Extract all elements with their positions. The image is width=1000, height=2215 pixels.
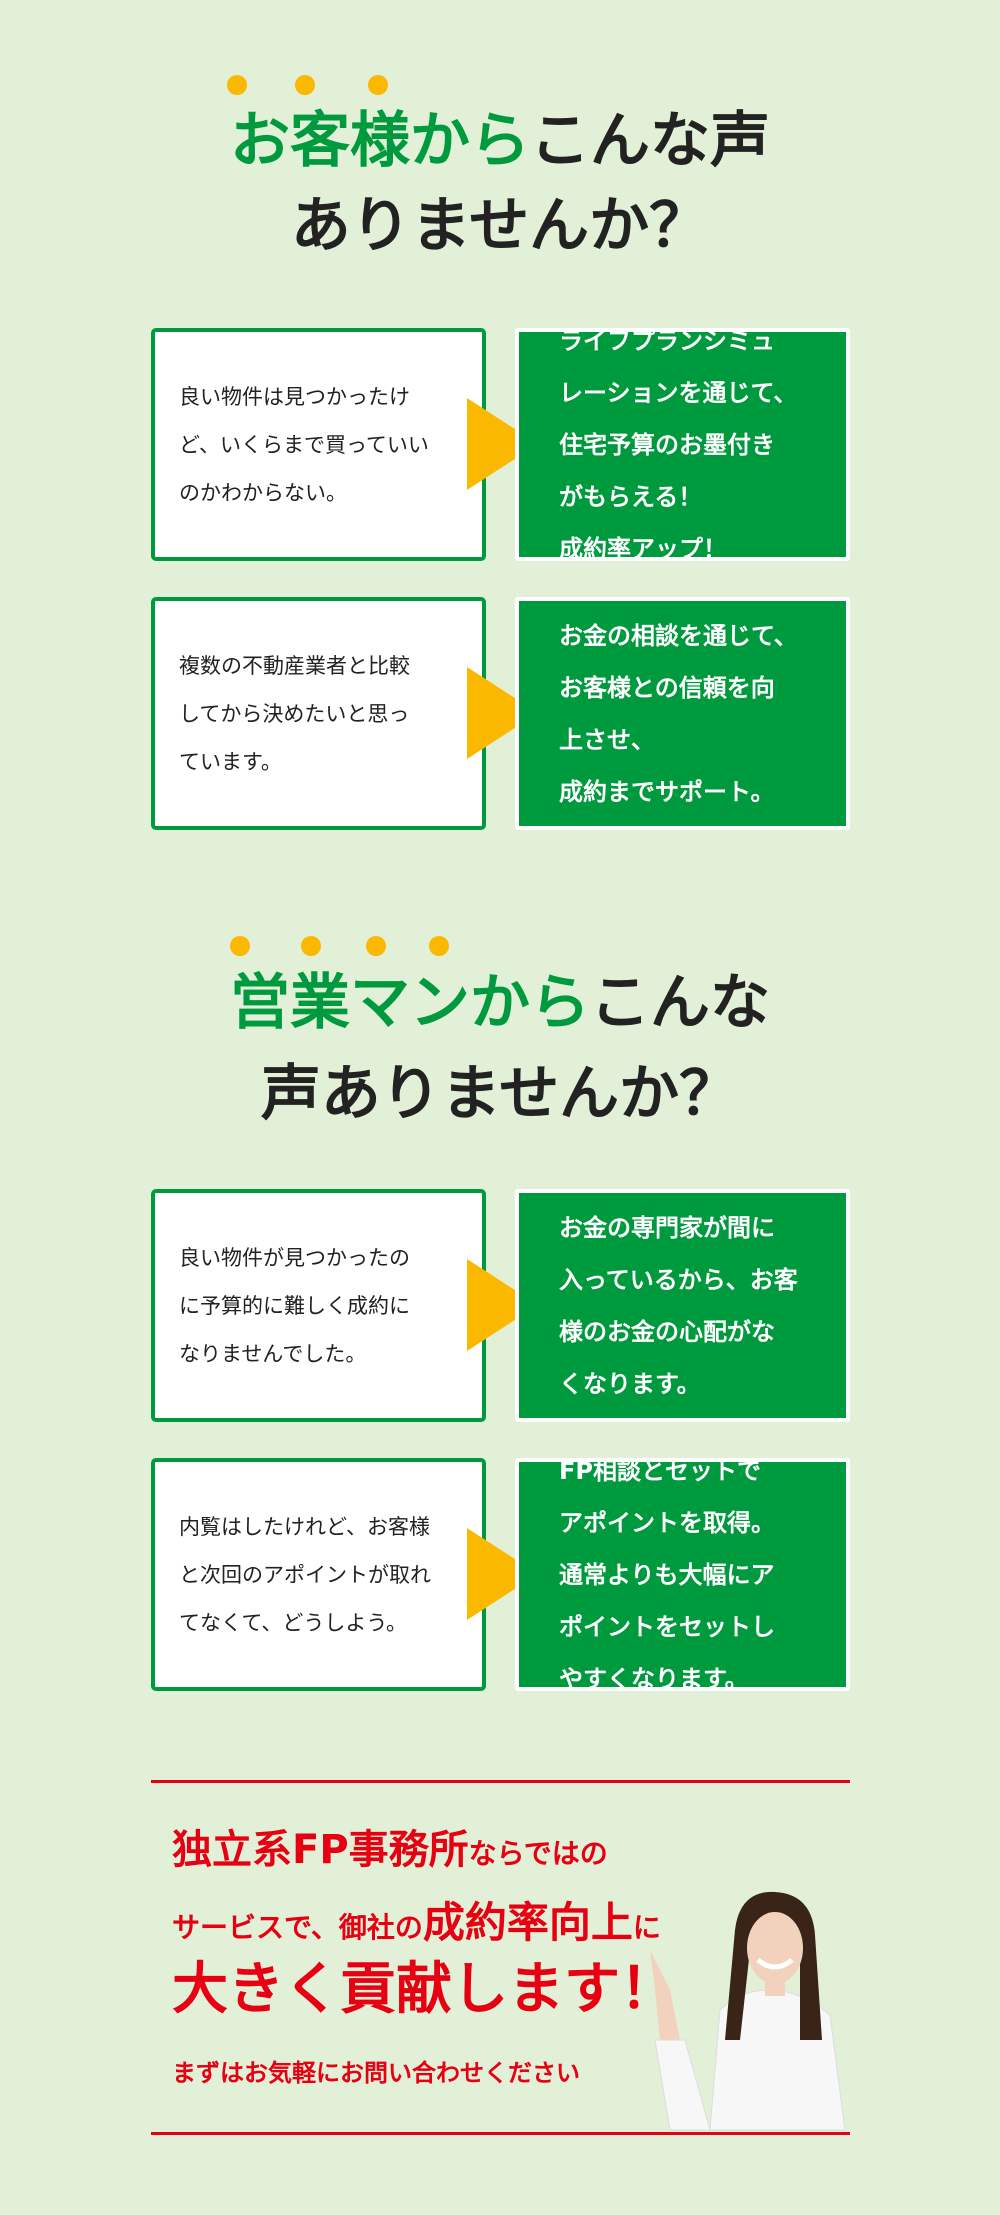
problem-text: 良い物件は見つかったけ ど、いくらまで買っていい のかわからない。 (179, 384, 429, 505)
cta-text: に (632, 1911, 661, 1944)
cta-emphasis: 成約率向上 (422, 1898, 633, 1947)
problem-box: 良い物件は見つかったけ ど、いくらまで買っていい のかわからない。 (151, 328, 486, 561)
emphasis-dot (366, 936, 386, 956)
divider-bottom (151, 2132, 850, 2135)
section2-heading: 営業マンからこんな (0, 963, 1000, 1043)
problem-text: 複数の不動産業者と比較 してから決めたいと思っ ています。 (179, 653, 410, 774)
solution-box: ライフプランシミュ レーションを通じて、 住宅予算のお墨付き がもらえる！ 成約… (515, 327, 850, 563)
solution-text: お金の専門家が間に 入っているから、お客 様のお金の心配がな くなります。 (559, 1213, 798, 1398)
solution-text: ライフプランシミュ レーションを通じて、 住宅予算のお墨付き がもらえる！ 成約… (559, 326, 798, 563)
cta-text: ならではの (468, 1837, 608, 1870)
solution-box: お金の相談を通じて、 お客様との信頼を向 上させ、 成約までサポート。 (515, 597, 850, 830)
emphasis-dot (301, 936, 321, 956)
problem-text: 内覧はしたけれど、お客様 と次回のアポイントが取れ てなくて、どうしよう。 (179, 1514, 431, 1635)
problem-box: 複数の不動産業者と比較 してから決めたいと思っ ています。 (151, 597, 486, 830)
heading-highlight: お客様から (230, 106, 530, 176)
emphasis-dot (295, 75, 315, 95)
solution-text: FP相談とセットで アポイントを取得。 通常よりも大幅にア ポイントをセットし … (559, 1456, 775, 1693)
solution-box: お金の専門家が間に 入っているから、お客 様のお金の心配がな くなります。 (515, 1189, 850, 1422)
emphasis-dot (227, 75, 247, 95)
emphasis-dot (368, 75, 388, 95)
cta-line2: サービスで、御社の成約率向上に (172, 1895, 661, 1959)
heading-text: こんな声 (530, 106, 770, 176)
solution-box: FP相談とセットで アポイントを取得。 通常よりも大幅にア ポイントをセットし … (515, 1457, 850, 1693)
section1-heading-line2: ありませんか？ (290, 191, 710, 261)
problem-box: 内覧はしたけれど、お客様 と次回のアポイントが取れ てなくて、どうしよう。 (151, 1458, 486, 1691)
problem-box: 良い物件が見つかったの に予算的に難しく成約に なりませんでした。 (151, 1189, 486, 1422)
cta-headline: 大きく貢献します！ (172, 1957, 676, 2022)
cta-line1: 独立系FP事務所ならではの (172, 1825, 608, 1883)
divider-top (151, 1780, 850, 1783)
section1-heading: お客様からこんな声 (0, 101, 1000, 181)
heading-text: こんな (590, 968, 770, 1038)
emphasis-dot (230, 936, 250, 956)
section2-heading-line2: 声ありませんか？ (260, 1059, 740, 1129)
solution-text: お金の相談を通じて、 お客様との信頼を向 上させ、 成約までサポート。 (559, 621, 798, 806)
emphasis-dot (429, 936, 449, 956)
problem-text: 良い物件が見つかったの に予算的に難しく成約に なりませんでした。 (179, 1245, 410, 1366)
cta-text: サービスで、御社の (172, 1911, 423, 1944)
cta-contact-prompt: まずはお気軽にお問い合わせください (172, 2059, 580, 2087)
cta-emphasis: 独立系FP事務所 (172, 1827, 469, 1873)
woman-pointing-photo (650, 1891, 846, 2131)
heading-highlight: 営業マンから (230, 968, 590, 1038)
